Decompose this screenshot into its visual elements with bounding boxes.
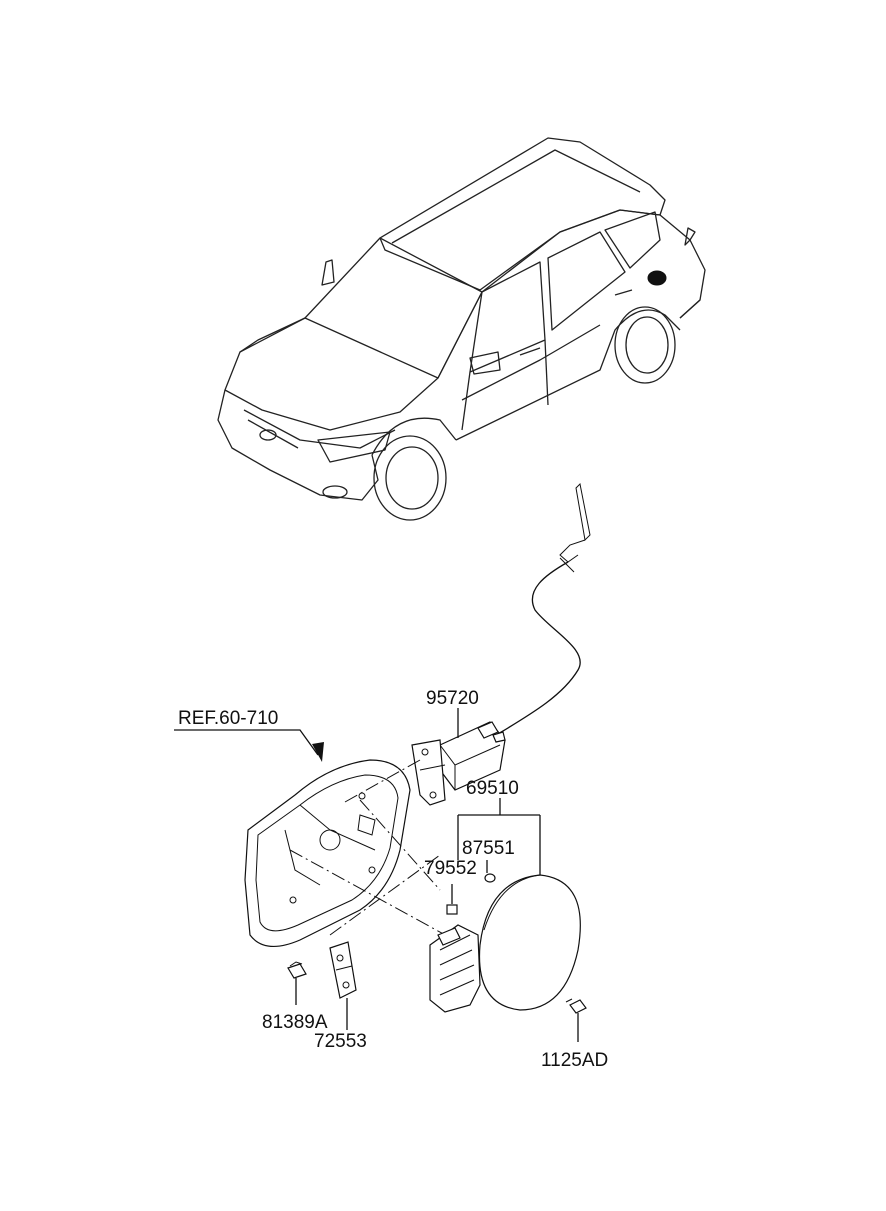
label-79552: 79552 [424,858,477,879]
screw-1125AD [565,998,587,1014]
label-1125AD: 1125AD [541,1050,608,1071]
clip-79552 [446,904,458,915]
bumper-87551 [484,873,496,883]
suv-illustration [217,137,706,521]
label-69510: 69510 [466,778,519,799]
bolt-81389A [287,961,307,979]
fuel-door-panel [478,874,581,1011]
label-72553: 72553 [314,1031,367,1052]
ref-leader [174,729,324,762]
label-81389A: 81389A [262,1012,328,1033]
fuel-door-hinge [429,924,481,1013]
fuel-filler-housing [244,759,411,947]
label-87551: 87551 [462,838,515,859]
fuel-door-marker [647,270,667,286]
fuel-door-actuator [411,721,506,806]
bracket-72553 [329,941,357,999]
ref-label: REF.60-710 [178,708,278,729]
release-cable [479,482,591,746]
label-95720: 95720 [426,688,479,709]
leader-69510 [457,798,541,875]
